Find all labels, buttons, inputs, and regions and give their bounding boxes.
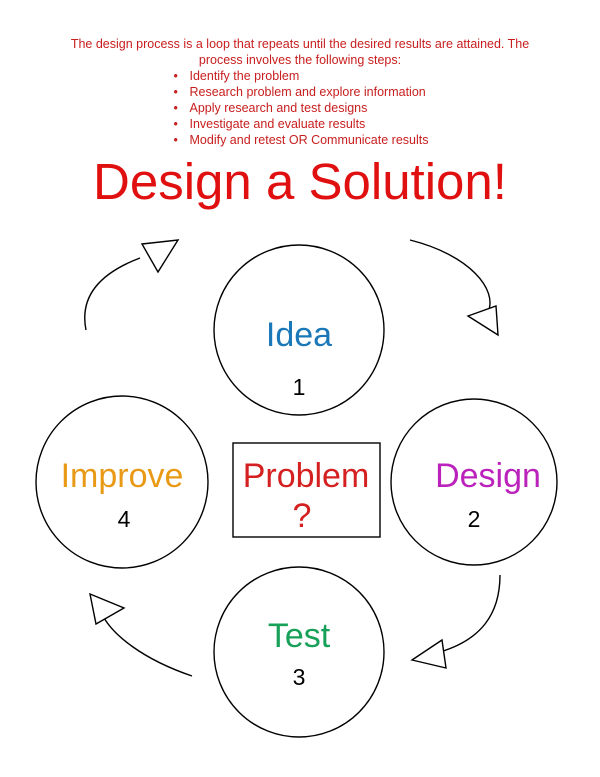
step-item: Research problem and explore information <box>172 84 429 100</box>
idea-circle <box>213 244 385 416</box>
intro-line-1: The design process is a loop that repeat… <box>70 37 530 51</box>
test-label: Test <box>268 617 331 655</box>
triangle-arrowhead-icon <box>89 592 126 626</box>
design-number: 2 <box>468 506 481 532</box>
page-title: Design a Solution! <box>93 153 507 210</box>
intro-text: The design process is a loop that repeat… <box>0 36 600 148</box>
arc-test-to-improve <box>99 609 193 677</box>
step-item: Identify the problem <box>172 68 429 84</box>
arc-improve-to-idea <box>84 257 141 331</box>
improve-circle <box>35 395 209 569</box>
step-item: Investigate and evaluate results <box>172 116 429 132</box>
triangle-arrowhead-icon <box>140 239 180 274</box>
test-circle <box>213 566 385 738</box>
test-number: 3 <box>293 664 306 690</box>
improve-number: 4 <box>118 506 131 532</box>
problem-question-mark: ? <box>293 497 312 535</box>
problem-box <box>232 442 381 538</box>
idea-label: Idea <box>266 316 332 354</box>
steps-list: Identify the problem Research problem an… <box>172 68 429 148</box>
problem-label: Problem <box>243 457 370 495</box>
idea-number: 1 <box>293 374 306 400</box>
arc-idea-to-design <box>409 239 491 313</box>
triangle-arrowhead-icon <box>410 638 447 669</box>
design-circle <box>390 398 558 566</box>
triangle-arrowhead-icon <box>466 305 499 337</box>
intro-line-2: process involves the following steps: <box>198 53 402 67</box>
design-label: Design <box>435 457 541 495</box>
step-item: Modify and retest OR Communicate results <box>172 132 428 148</box>
improve-label: Improve <box>61 457 184 495</box>
arc-design-to-test <box>439 574 501 653</box>
step-item: Apply research and test designs <box>172 100 429 116</box>
